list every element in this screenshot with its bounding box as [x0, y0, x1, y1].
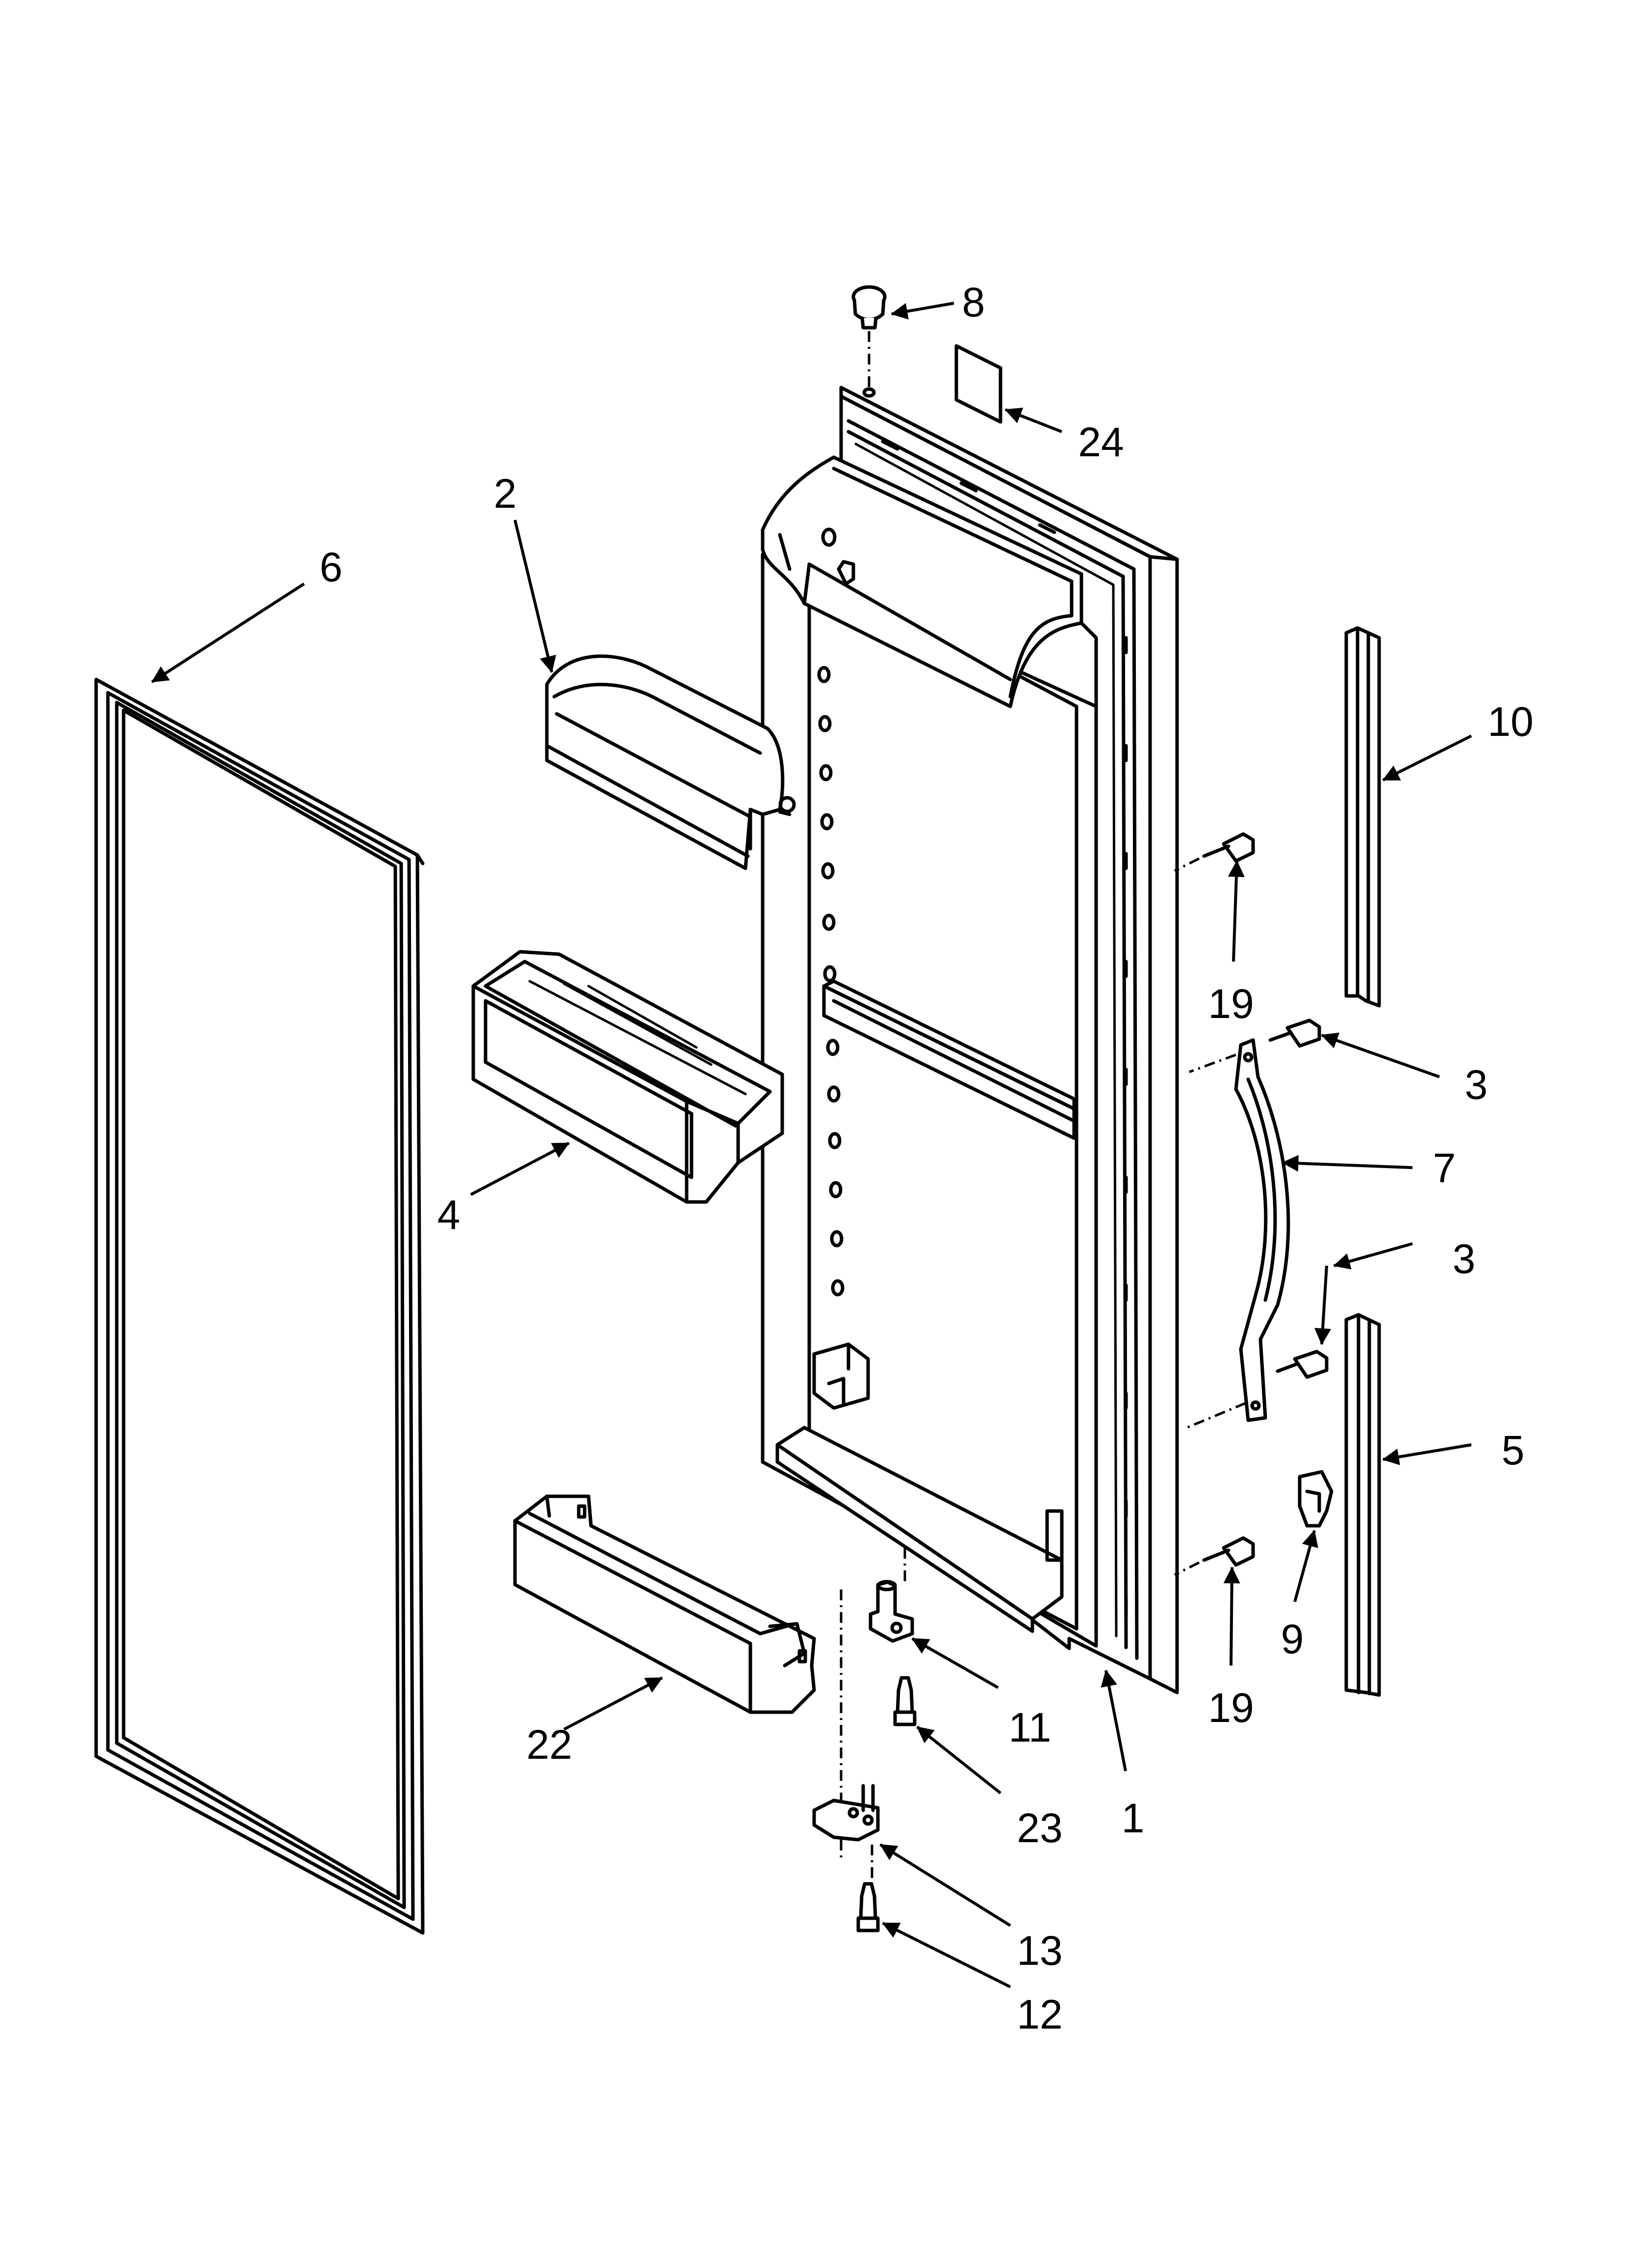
callout-3-upper: 3: [1465, 1062, 1488, 1108]
screw-part-19-lower: [1174, 1536, 1255, 1576]
screw-part-23: [893, 1676, 917, 1726]
callout-10: 10: [1488, 699, 1533, 745]
callout-3-lower: 3: [1453, 1236, 1476, 1282]
bottom-bin-part-22: [513, 1494, 816, 1714]
screw-part-3-upper: [1189, 1018, 1321, 1073]
screw-part-12: [856, 1882, 880, 1932]
callout-5: 5: [1502, 1427, 1525, 1473]
trim-strip-part-5: [1344, 1313, 1381, 1697]
door-bin-part-4: [471, 950, 784, 1204]
callout-1: 1: [1122, 1795, 1145, 1841]
callout-13: 13: [1017, 1928, 1062, 1974]
frame-dashes: [881, 440, 1128, 1616]
callout-24: 24: [1078, 419, 1124, 465]
callout-9: 9: [1281, 1616, 1304, 1662]
callout-23: 23: [1017, 1805, 1062, 1851]
callout-6: 6: [320, 544, 343, 590]
callout-11: 11: [1008, 1704, 1051, 1750]
callout-22: 22: [526, 1721, 572, 1768]
callout-8: 8: [962, 279, 985, 325]
clip-part-9: [1298, 1470, 1334, 1528]
door-liner-part-1: [761, 386, 1179, 1694]
callout-4: 4: [437, 1192, 461, 1238]
callout-19-lower: 19: [1208, 1685, 1254, 1731]
hinge-part-13: [812, 1590, 880, 1884]
callout-19-upper: 19: [1208, 981, 1254, 1027]
door-gasket-part-6: [94, 678, 425, 1935]
hinge-bushing-part-11: [869, 1548, 914, 1643]
label-part-24: [954, 344, 1002, 424]
dairy-cover-part-2: [545, 654, 796, 870]
callout-2: 2: [494, 470, 517, 517]
trim-strip-part-10: [1344, 626, 1381, 1008]
screw-part-19-upper: [1174, 832, 1255, 872]
plug-part-8: [851, 285, 887, 398]
callout-12: 12: [1017, 1991, 1062, 2037]
screw-part-3-lower: [1186, 1350, 1329, 1429]
callout-leaders: [151, 302, 1472, 1988]
shelf-holes: [817, 666, 845, 1297]
handle-part-7: [1234, 1038, 1290, 1422]
callout-7: 7: [1433, 1145, 1456, 1191]
callout-labels: 8 24 2 6 10 19 3 7 3 4 5 9 19 11 22 23 1…: [320, 279, 1534, 2037]
